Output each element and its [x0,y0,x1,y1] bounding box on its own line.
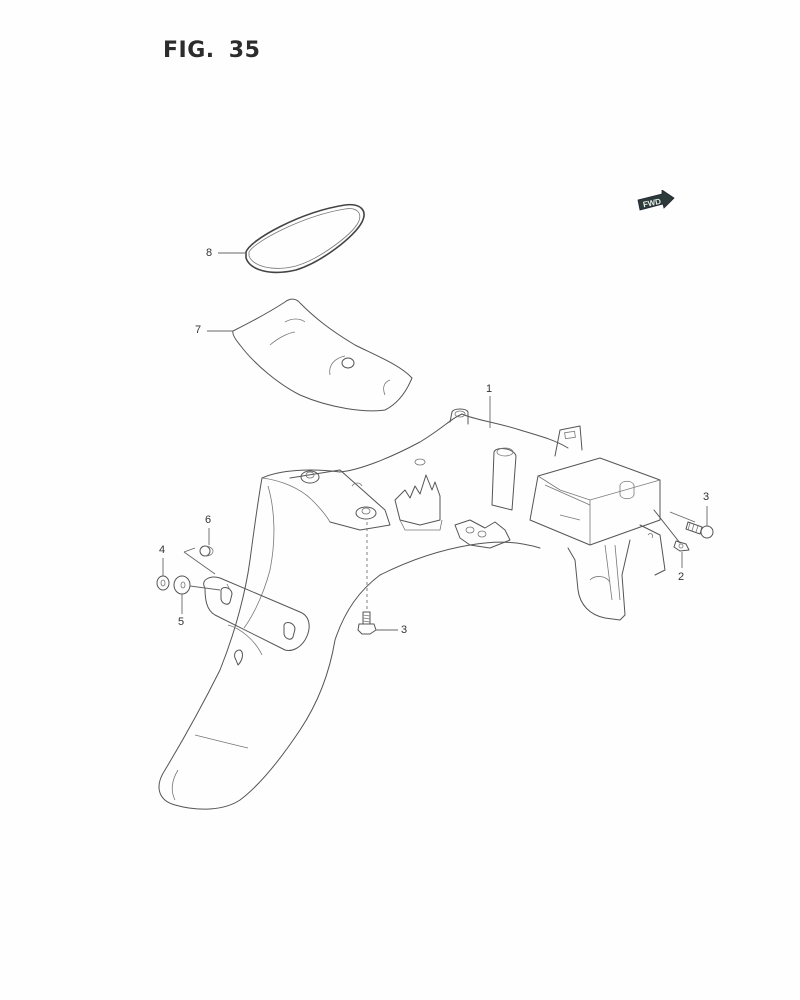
fwd-label: FWD [642,197,662,210]
callout-7: 7 [195,324,202,336]
bolt-center-part [357,522,398,635]
clip-nut-part [653,509,690,568]
pad-cover-part [207,298,413,412]
seal-ring-part [218,203,365,274]
callout-4: 4 [159,544,166,556]
callout-2: 2 [678,571,685,583]
callout-5: 5 [178,616,185,628]
callout-8: 8 [206,247,213,259]
washer-small-part [156,558,170,591]
callout-3-center: 3 [401,624,408,636]
forward-arrow-icon: FWD [636,189,676,221]
callout-6: 6 [205,514,212,526]
callout-1: 1 [486,383,493,395]
mounting-bracket [203,576,310,651]
rear-fender-main-body [158,396,666,810]
bolt-right-part [669,506,714,539]
figure-title: FIG. 35 [163,38,261,63]
callout-3-right: 3 [703,491,710,503]
nut-part [199,528,214,557]
washer-large-part [173,575,221,614]
